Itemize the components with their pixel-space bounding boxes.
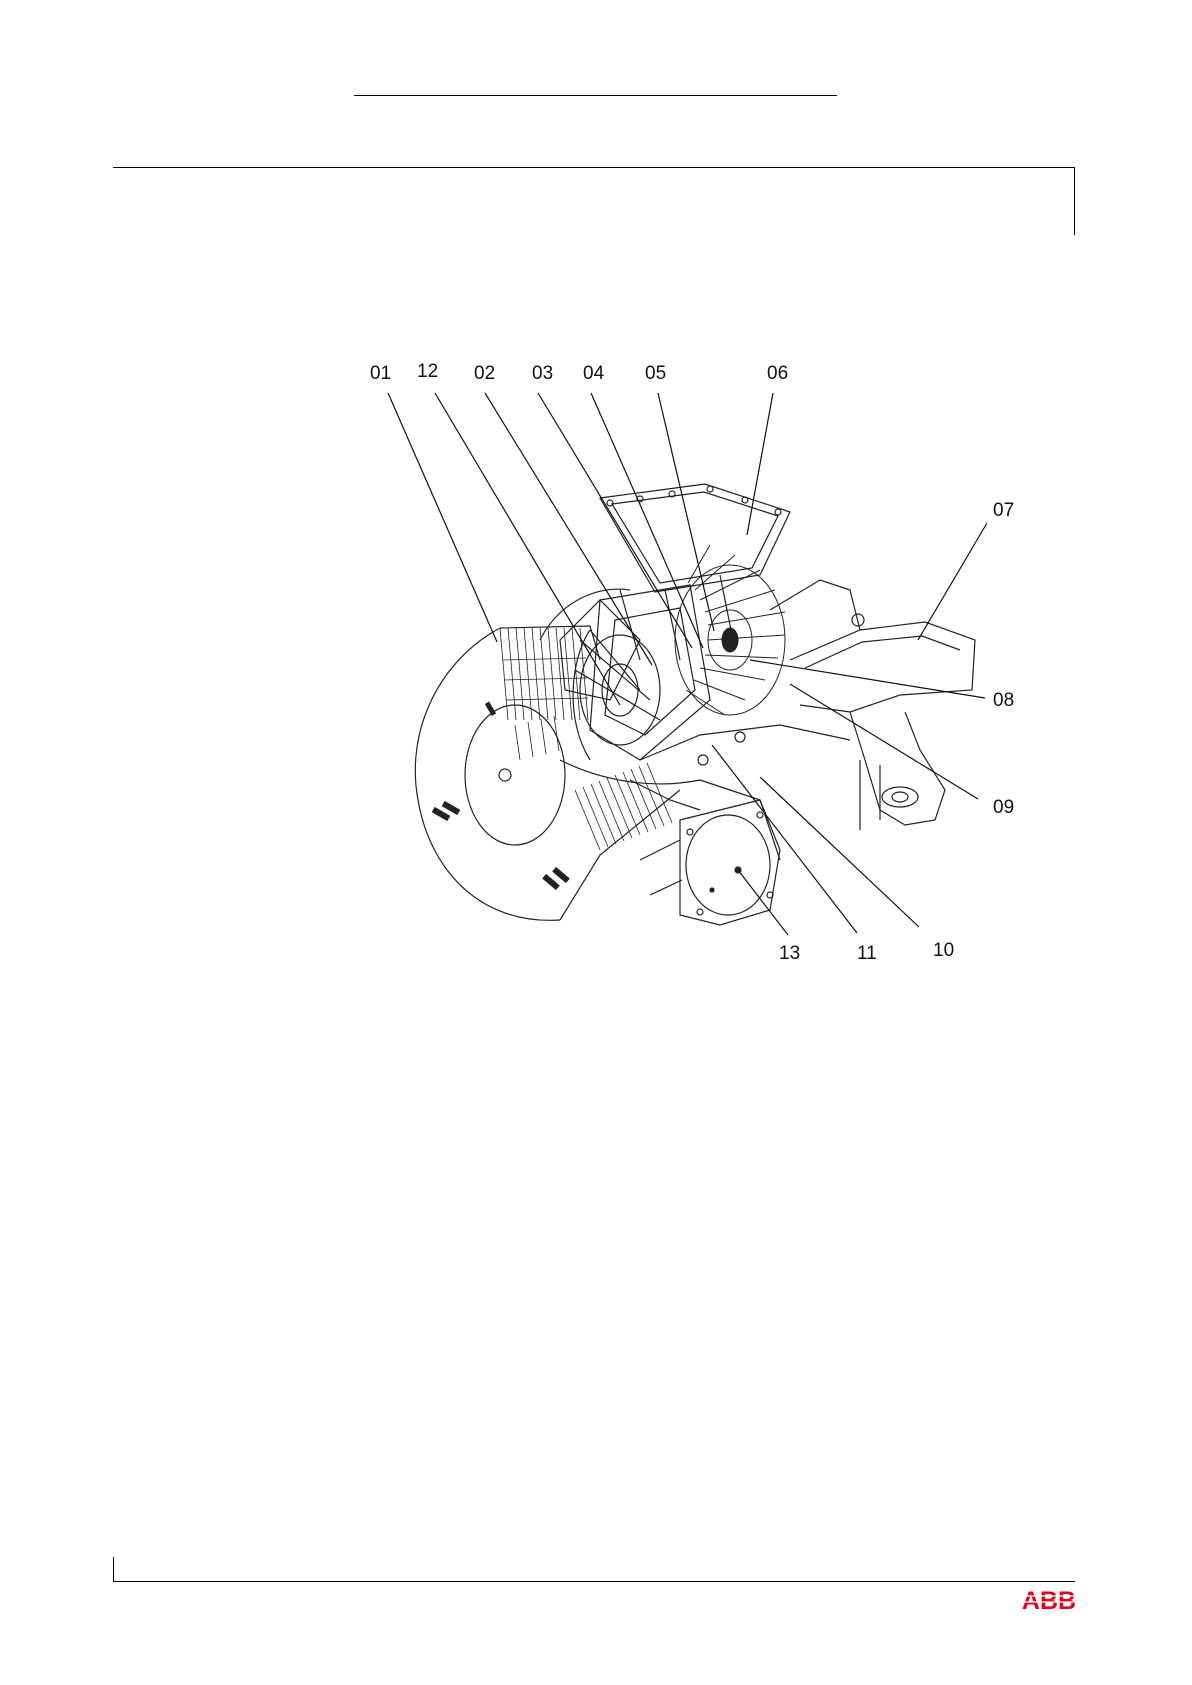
callout-05: 05 bbox=[645, 363, 666, 385]
leader-01 bbox=[388, 393, 497, 642]
leader-11 bbox=[712, 745, 857, 933]
callout-12: 12 bbox=[417, 361, 438, 383]
leader-09 bbox=[790, 684, 978, 799]
leader-04 bbox=[591, 393, 703, 648]
callout-10: 10 bbox=[933, 940, 954, 962]
leader-07 bbox=[918, 523, 987, 640]
callout-04: 04 bbox=[583, 363, 604, 385]
callout-08: 08 bbox=[993, 690, 1014, 712]
callout-01: 01 bbox=[370, 363, 391, 385]
abb-logo: ABB bbox=[1020, 1587, 1078, 1613]
footer-frame-bottom bbox=[113, 1581, 1075, 1582]
leader-08 bbox=[750, 660, 985, 698]
callout-07: 07 bbox=[993, 500, 1014, 522]
callout-06: 06 bbox=[767, 363, 788, 385]
callout-02: 02 bbox=[474, 363, 495, 385]
callout-03: 03 bbox=[532, 363, 553, 385]
silencer-abb-markings bbox=[432, 701, 570, 890]
turbine-wheel bbox=[675, 545, 785, 715]
callout-11: 11 bbox=[857, 943, 877, 965]
leader-13 bbox=[738, 870, 788, 935]
leader-10 bbox=[760, 777, 919, 927]
callout-13: 13 bbox=[779, 943, 800, 965]
footer-frame-left bbox=[113, 1557, 114, 1582]
callout-09: 09 bbox=[993, 797, 1014, 819]
gas-outlet-flange bbox=[600, 484, 790, 660]
abb-logo-text: ABB bbox=[1022, 1587, 1076, 1613]
leader-12 bbox=[435, 393, 620, 705]
leader-03 bbox=[538, 393, 692, 648]
